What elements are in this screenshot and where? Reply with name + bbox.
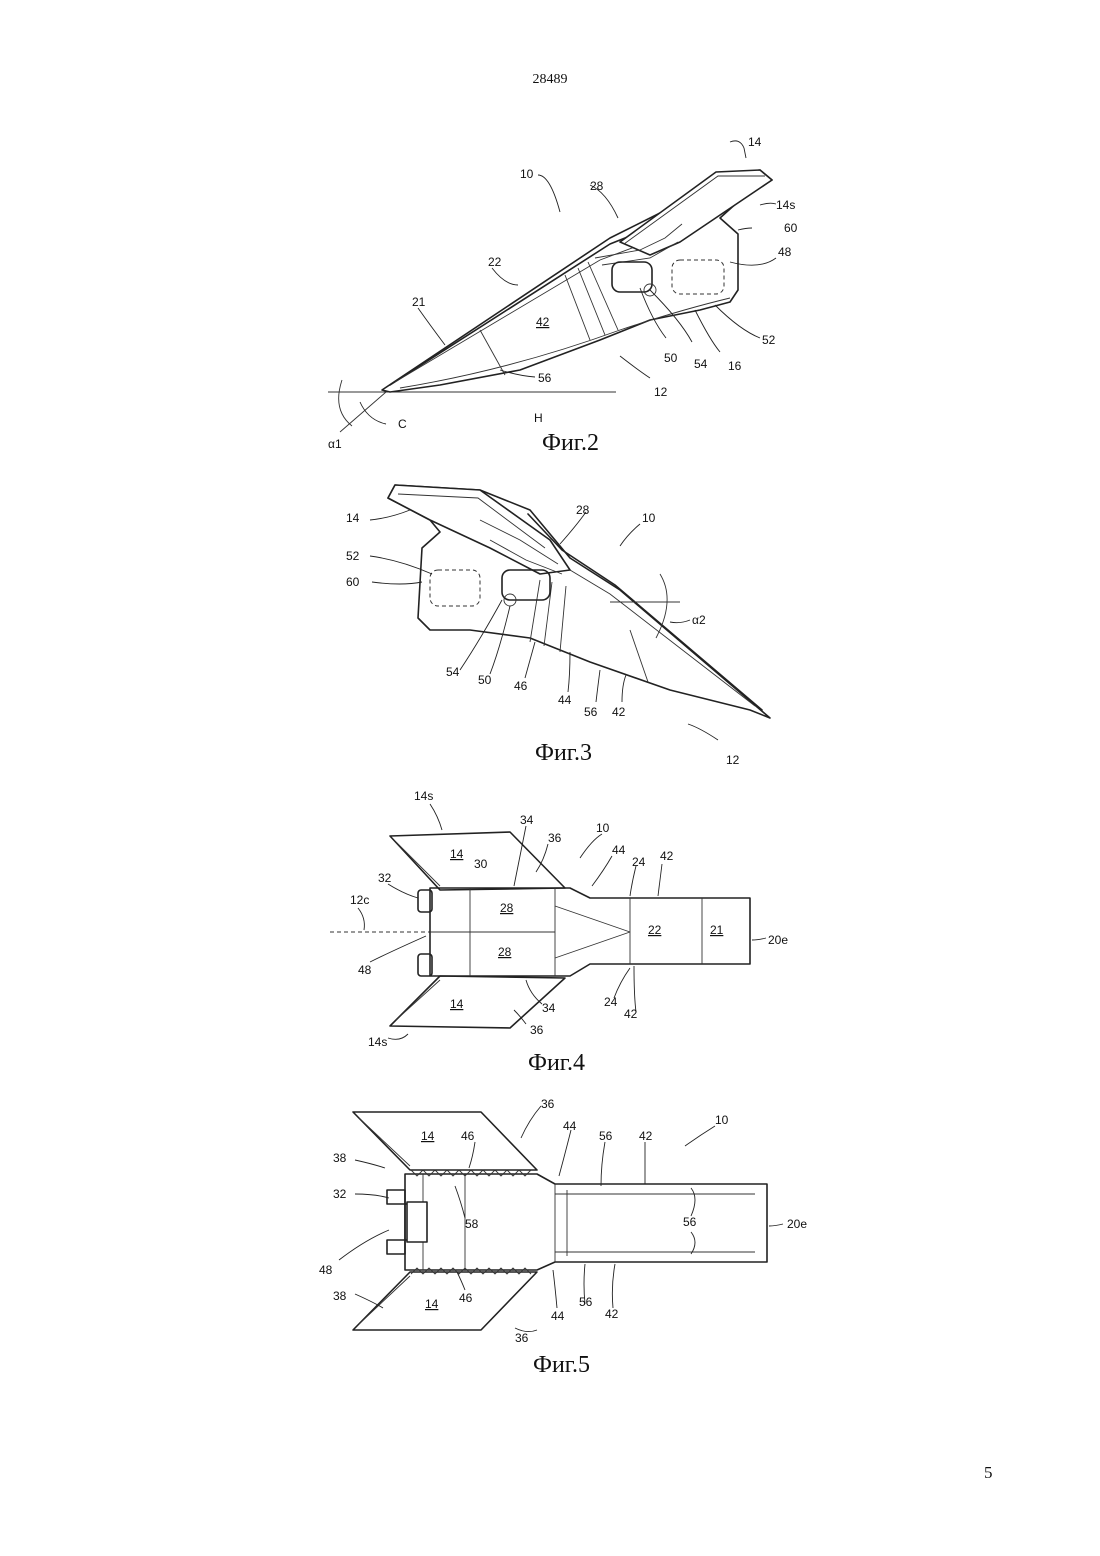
label-42-top: 42 (660, 849, 674, 863)
figure-3-caption: Фиг.3 (535, 740, 592, 766)
label-c: C (398, 417, 407, 431)
label-alpha1: α1 (328, 437, 342, 451)
figure-4-drawing: 14s 34 36 10 44 24 42 14 30 32 12c 28 22… (330, 786, 800, 1076)
label-14-top: 14 (450, 847, 464, 861)
label-44-bottom: 44 (551, 1309, 565, 1323)
label-14s-top: 14s (414, 789, 433, 803)
label-56-top: 56 (599, 1129, 613, 1143)
figure-4-caption: Фиг.4 (528, 1050, 585, 1076)
label-34-bottom: 34 (542, 1001, 556, 1015)
label-20e: 20e (787, 1217, 807, 1231)
label-42-bottom: 42 (624, 1007, 638, 1021)
label-10: 10 (520, 167, 534, 181)
label-60: 60 (784, 221, 798, 235)
label-34-top: 34 (520, 813, 534, 827)
label-46-bottom: 46 (459, 1291, 473, 1305)
label-14-bottom: 14 (450, 997, 464, 1011)
label-48: 48 (358, 963, 372, 977)
label-60: 60 (346, 575, 360, 589)
label-52: 52 (762, 333, 776, 347)
label-50: 50 (664, 351, 678, 365)
label-48: 48 (778, 245, 792, 259)
label-36-top: 36 (548, 831, 562, 845)
figure-4: 14s 34 36 10 44 24 42 14 30 32 12c 28 22… (330, 786, 800, 1076)
label-10: 10 (596, 821, 610, 835)
figure-5-caption: Фиг.5 (533, 1352, 590, 1378)
label-56-mid: 56 (683, 1215, 697, 1229)
label-28-bottom: 28 (498, 945, 512, 959)
label-14-top: 14 (421, 1129, 435, 1143)
label-24-top: 24 (632, 855, 646, 869)
label-54: 54 (694, 357, 708, 371)
label-24-bottom: 24 (604, 995, 618, 1009)
label-alpha2: α2 (692, 613, 706, 627)
figure-3: 14 28 10 52 60 α2 54 50 46 44 56 42 12 Ф… (330, 470, 790, 770)
label-56-bottom: 56 (579, 1295, 593, 1309)
label-38-top: 38 (333, 1151, 347, 1165)
label-10: 10 (715, 1113, 729, 1127)
label-30: 30 (474, 857, 488, 871)
label-28: 28 (590, 179, 604, 193)
figure-2-drawing: 14 14s 60 48 10 28 22 21 42 52 50 54 16 … (320, 130, 810, 460)
label-50: 50 (478, 673, 492, 687)
figure-3-drawing: 14 28 10 52 60 α2 54 50 46 44 56 42 12 Ф… (330, 470, 790, 770)
label-42: 42 (536, 315, 550, 329)
label-12: 12 (726, 753, 740, 767)
figure-2: 14 14s 60 48 10 28 22 21 42 52 50 54 16 … (320, 130, 810, 460)
label-20e: 20e (768, 933, 788, 947)
figure-5-drawing: 36 44 56 42 10 14 46 38 32 58 56 20e 48 … (315, 1090, 825, 1380)
page-number: 5 (984, 1463, 993, 1483)
label-12c: 12c (350, 893, 369, 907)
label-14: 14 (346, 511, 360, 525)
label-56: 56 (584, 705, 598, 719)
label-42-top: 42 (639, 1129, 653, 1143)
label-22: 22 (648, 923, 662, 937)
label-21: 21 (412, 295, 426, 309)
label-46: 46 (514, 679, 528, 693)
label-46-top: 46 (461, 1129, 475, 1143)
label-36-bottom: 36 (530, 1023, 544, 1037)
label-48: 48 (319, 1263, 333, 1277)
label-36-top: 36 (541, 1097, 555, 1111)
label-14s: 14s (776, 198, 795, 212)
label-32: 32 (378, 871, 392, 885)
document-number: 28489 (0, 72, 1100, 88)
label-42: 42 (612, 705, 626, 719)
label-36-bottom: 36 (515, 1331, 529, 1345)
label-32: 32 (333, 1187, 347, 1201)
label-21: 21 (710, 923, 724, 937)
figure-5: 36 44 56 42 10 14 46 38 32 58 56 20e 48 … (315, 1090, 825, 1380)
label-44: 44 (558, 693, 572, 707)
figure-2-caption: Фиг.2 (542, 430, 599, 456)
label-10: 10 (642, 511, 656, 525)
label-14s-bottom: 14s (368, 1035, 387, 1049)
label-38-bottom: 38 (333, 1289, 347, 1303)
label-58: 58 (465, 1217, 479, 1231)
label-56: 56 (538, 371, 552, 385)
label-12: 12 (654, 385, 668, 399)
label-22: 22 (488, 255, 502, 269)
label-42-bottom: 42 (605, 1307, 619, 1321)
label-44: 44 (612, 843, 626, 857)
label-16: 16 (728, 359, 742, 373)
label-54: 54 (446, 665, 460, 679)
label-52: 52 (346, 549, 360, 563)
label-h: H (534, 411, 543, 425)
label-28: 28 (576, 503, 590, 517)
label-14-bottom: 14 (425, 1297, 439, 1311)
label-44-top: 44 (563, 1119, 577, 1133)
label-28-top: 28 (500, 901, 514, 915)
label-14: 14 (748, 135, 762, 149)
